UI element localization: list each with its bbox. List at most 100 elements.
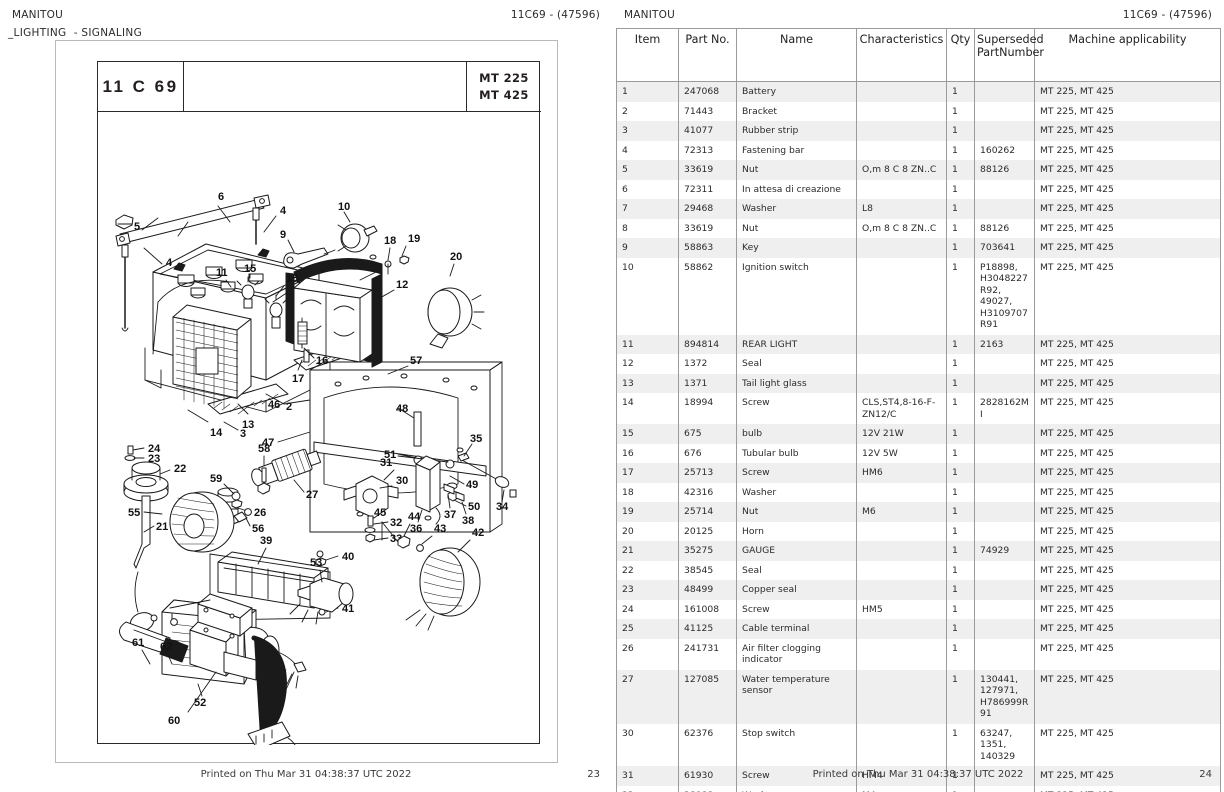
cell-qty: 1: [946, 101, 975, 122]
cell-part-no: 894814: [678, 334, 737, 355]
cell-machine: MT 225, MT 425: [1034, 785, 1221, 792]
cell-part-no: 41077: [678, 121, 737, 141]
cell-machine: MT 225, MT 425: [1034, 669, 1221, 724]
cell-machine: MT 225, MT 425: [1034, 463, 1221, 483]
model-2-label: MT 425: [479, 88, 529, 102]
cell-characteristics: M4: [856, 785, 947, 792]
drawing-sheet-outer-frame: 11 C 69 MT 225 MT 425 .ld{stroke:#1a1a1a…: [55, 40, 558, 763]
model-1-label: MT 225: [479, 71, 529, 85]
cell-characteristics: [856, 638, 947, 670]
svg-text:20: 20: [450, 251, 462, 263]
cell-item: 13: [616, 373, 679, 394]
cell-item: 3: [616, 121, 679, 141]
brand-label: MANITOU: [624, 9, 675, 21]
cell-name: Washer: [736, 482, 857, 503]
cell-characteristics: [856, 81, 947, 102]
cell-part-no: 72311: [678, 179, 737, 200]
cell-part-no: 1372: [678, 354, 737, 374]
cell-machine: MT 225, MT 425: [1034, 334, 1221, 355]
svg-text:4: 4: [166, 257, 173, 269]
cell-characteristics: HM4: [856, 766, 947, 786]
cell-name: Copper seal: [736, 580, 857, 600]
cell-superseded: [974, 599, 1035, 620]
cell-name: Screw: [736, 463, 857, 483]
cell-part-no: 675: [678, 424, 737, 444]
svg-text:19: 19: [408, 233, 420, 245]
cell-name: Screw: [736, 393, 857, 425]
page-right-parts-table: MANITOU 11C69 - (47596) Item Part No. Na…: [612, 0, 1224, 792]
cell-qty: 1: [946, 393, 975, 425]
cell-machine: MT 225, MT 425: [1034, 541, 1221, 561]
cell-name: Air filter clogging indicator: [736, 638, 857, 670]
cell-part-no: 33619: [678, 218, 737, 239]
cell-item: 15: [616, 424, 679, 444]
svg-text:31: 31: [380, 457, 392, 469]
page-number: 23: [587, 769, 600, 780]
col-header-name: Name: [736, 27, 857, 83]
cell-name: Tubular bulb: [736, 443, 857, 464]
cell-item: 5: [616, 160, 679, 180]
svg-text:47: 47: [262, 437, 274, 449]
drawing-title-block: 11 C 69 MT 225 MT 425: [98, 62, 541, 112]
svg-text:18: 18: [384, 235, 396, 247]
cell-qty: 1: [946, 373, 975, 394]
cell-name: Rubber strip: [736, 121, 857, 141]
section-title: _LIGHTING - SIGNALING: [8, 27, 143, 39]
cell-item: 12: [616, 354, 679, 374]
cell-qty: 1: [946, 443, 975, 464]
svg-text:24: 24: [148, 443, 161, 455]
svg-text:6: 6: [218, 191, 224, 203]
cell-machine: MT 225, MT 425: [1034, 521, 1221, 542]
svg-text:5: 5: [134, 221, 140, 233]
cell-machine: MT 225, MT 425: [1034, 580, 1221, 600]
cell-machine: MT 225, MT 425: [1034, 766, 1221, 786]
cell-superseded: [974, 638, 1035, 670]
svg-text:43: 43: [434, 523, 446, 535]
cell-item: 20: [616, 521, 679, 542]
cell-qty: 1: [946, 218, 975, 239]
cell-characteristics: 12V 5W: [856, 443, 947, 464]
cell-name: Horn: [736, 521, 857, 542]
svg-text:13: 13: [242, 419, 254, 431]
cell-part-no: 25713: [678, 463, 737, 483]
cell-part-no: 676: [678, 443, 737, 464]
svg-text:56: 56: [252, 523, 264, 535]
cell-qty: 1: [946, 81, 975, 102]
col-header-machine: Machine applicability: [1034, 27, 1221, 83]
svg-text:38: 38: [462, 515, 474, 527]
cell-superseded: [974, 81, 1035, 102]
svg-text:16: 16: [316, 355, 328, 367]
cell-machine: MT 225, MT 425: [1034, 160, 1221, 180]
cell-superseded: 2828162MI: [974, 393, 1035, 425]
svg-text:46: 46: [268, 399, 280, 411]
cell-machine: MT 225, MT 425: [1034, 482, 1221, 503]
catalog-code-label: 11C69 - (47596): [1122, 9, 1212, 21]
cell-superseded: [974, 121, 1035, 141]
cell-part-no: 48499: [678, 580, 737, 600]
cell-qty: 1: [946, 521, 975, 542]
col-header-characteristics: Characteristics: [856, 27, 947, 83]
cell-name: Fastening bar: [736, 140, 857, 161]
cell-characteristics: CLS,ST4,8-16-F-ZN12/C: [856, 393, 947, 425]
cell-part-no: 61930: [678, 766, 737, 786]
cell-item: 9: [616, 238, 679, 258]
cell-characteristics: [856, 334, 947, 355]
cell-machine: MT 225, MT 425: [1034, 638, 1221, 670]
svg-text:15: 15: [244, 263, 256, 275]
cell-part-no: 20125: [678, 521, 737, 542]
table-header-row: Item Part No. Name Characteristics Qty S…: [616, 27, 1221, 83]
cell-part-no: 58863: [678, 238, 737, 258]
cell-part-no: 18994: [678, 393, 737, 425]
cell-characteristics: [856, 521, 947, 542]
cell-superseded: 160262: [974, 140, 1035, 161]
cell-part-no: 41125: [678, 619, 737, 639]
